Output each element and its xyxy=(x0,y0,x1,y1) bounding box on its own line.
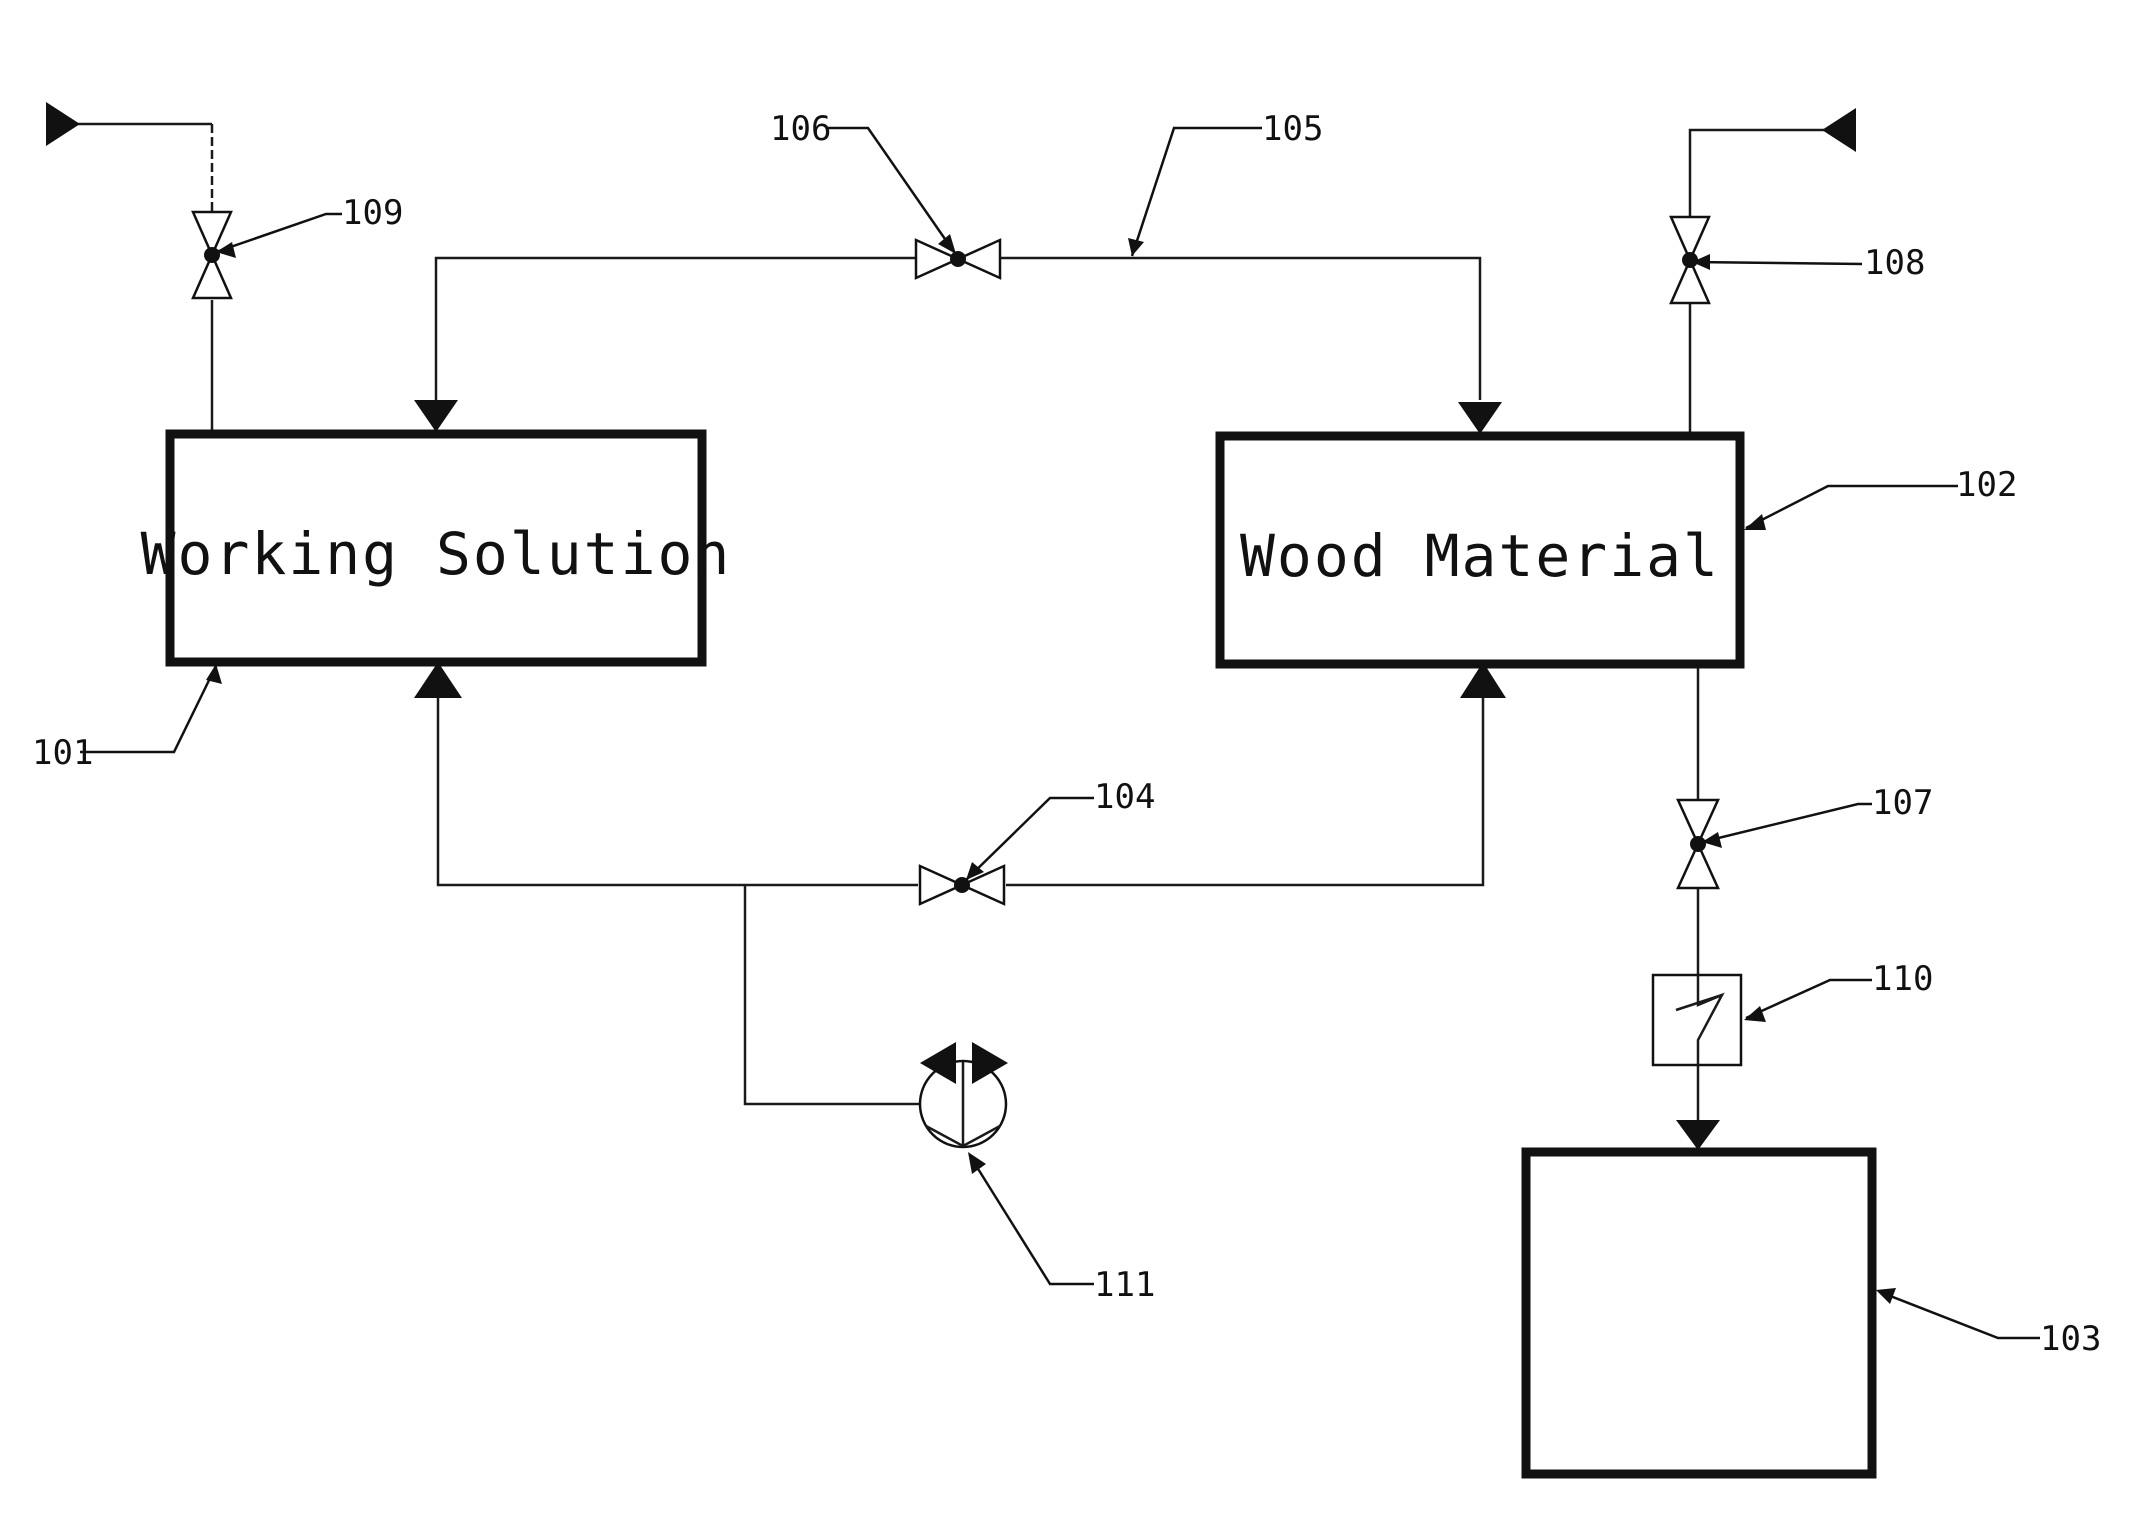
ref-111: 111 xyxy=(1094,1265,1155,1305)
valve-106 xyxy=(916,240,1000,278)
pipe-right-vent-upper xyxy=(1690,130,1828,217)
arrow-left-vent-outlet xyxy=(46,102,80,146)
valve-109 xyxy=(193,212,231,298)
ref-105: 105 xyxy=(1262,109,1323,149)
pipe-bottom-loop-right xyxy=(1006,696,1483,885)
ref-101: 101 xyxy=(32,733,93,773)
valve-104 xyxy=(920,866,1004,904)
ref-107: 107 xyxy=(1872,783,1933,823)
vessels: Working Solution Wood Material xyxy=(141,434,1872,1474)
pump-111 xyxy=(920,1042,1008,1147)
arrow-right-vent-outlet xyxy=(1822,108,1856,152)
ref-103: 103 xyxy=(2040,1319,2101,1359)
working-solution-label: Working Solution xyxy=(141,520,732,588)
ref-108: 108 xyxy=(1864,243,1925,283)
arrow-into-working-solution-top xyxy=(414,400,458,432)
ref-110: 110 xyxy=(1872,959,1933,999)
pipe-pump-bypass-left xyxy=(745,885,920,1104)
ref-102: 102 xyxy=(1956,465,2017,505)
pipe-bottom-loop-left xyxy=(438,696,918,885)
ref-109: 109 xyxy=(342,193,403,233)
pipe-top-loop-right xyxy=(1001,258,1480,400)
wood-material-label: Wood Material xyxy=(1240,522,1720,590)
ref-104: 104 xyxy=(1094,777,1155,817)
receiver-vessel xyxy=(1526,1152,1872,1474)
arrow-into-working-solution-bottom xyxy=(414,662,462,698)
ref-106: 106 xyxy=(770,109,831,149)
arrow-into-receiver xyxy=(1676,1120,1720,1150)
pipe-top-loop xyxy=(436,258,915,400)
heater-110 xyxy=(1653,975,1741,1065)
arrow-into-wood-material-top xyxy=(1458,402,1502,434)
